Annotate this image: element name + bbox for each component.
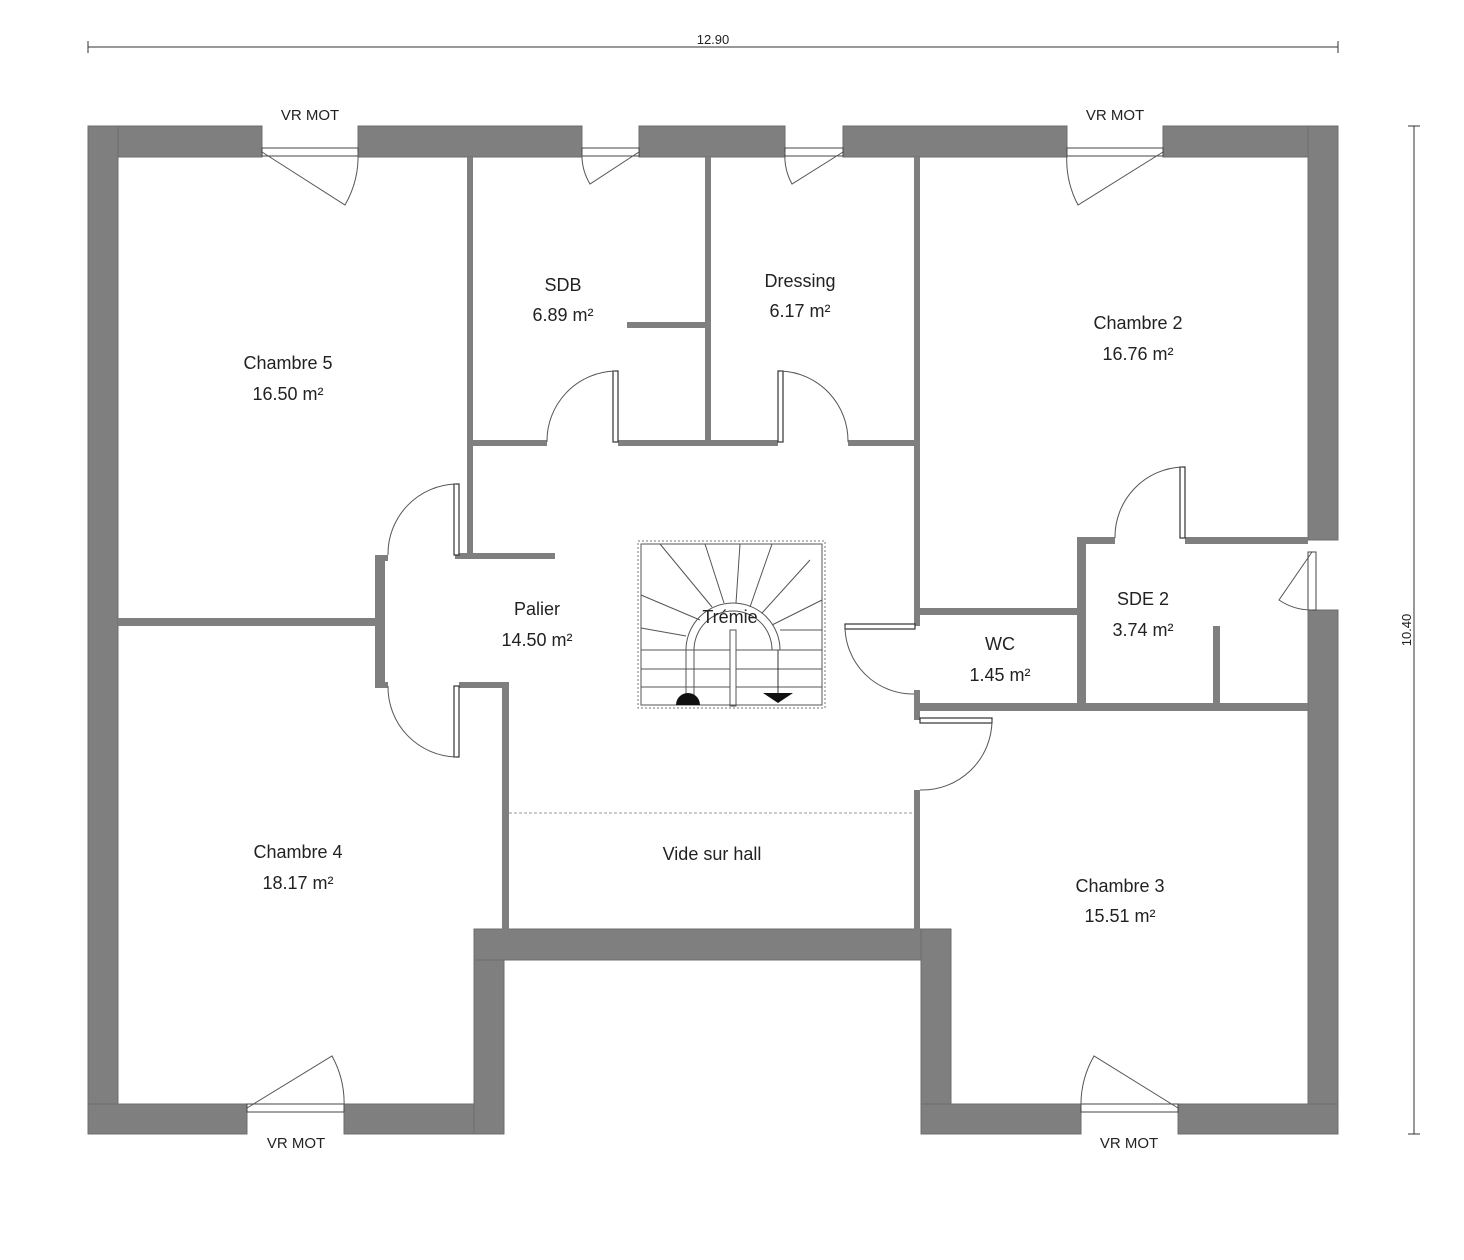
room-sdb: SDB 6.89 m² [532, 275, 593, 325]
room-area: 14.50 m² [501, 630, 572, 650]
dimension-height: 10.40 [1399, 125, 1420, 1135]
room-name: Palier [514, 599, 560, 619]
staircase [637, 540, 826, 709]
window-top-right [1066, 147, 1164, 206]
room-name: Chambre 4 [253, 842, 342, 862]
room-palier: Palier 14.50 m² [501, 599, 572, 650]
window-label-top-right: VR MOT [1086, 107, 1144, 124]
door-chambre4[interactable] [387, 685, 460, 758]
room-name: Chambre 5 [243, 353, 332, 373]
door-chambre5[interactable] [387, 483, 460, 556]
room-chambre3: Chambre 3 15.51 m² [1075, 876, 1164, 926]
window-dressing [784, 147, 844, 185]
room-area: 1.45 m² [969, 665, 1030, 685]
doors [387, 370, 1186, 791]
window-bottom-left [246, 1055, 345, 1113]
dimension-width: 12.90 [87, 32, 1339, 53]
room-area: 6.17 m² [769, 301, 830, 321]
room-name: Trémie [702, 607, 757, 627]
windows [246, 147, 1317, 1113]
window-top-left [261, 147, 359, 206]
room-tremie: Trémie [702, 607, 757, 627]
room-vide: Vide sur hall [663, 844, 762, 864]
door-sdb[interactable] [546, 370, 619, 443]
door-chambre3[interactable] [919, 717, 993, 791]
room-chambre2: Chambre 2 16.76 m² [1093, 313, 1182, 364]
room-name: Chambre 2 [1093, 313, 1182, 333]
room-name: Chambre 3 [1075, 876, 1164, 896]
room-name: SDE 2 [1117, 589, 1169, 609]
window-sdb [581, 147, 640, 185]
room-area: 6.89 m² [532, 305, 593, 325]
window-label-bottom-left: VR MOT [267, 1135, 325, 1152]
exterior-walls [87, 125, 1339, 1135]
room-name: WC [985, 634, 1015, 654]
room-name: Vide sur hall [663, 844, 762, 864]
room-area: 3.74 m² [1112, 620, 1173, 640]
room-name: Dressing [764, 271, 835, 291]
window-bottom-right [1080, 1055, 1179, 1113]
dimension-width-label: 12.90 [697, 32, 730, 47]
room-area: 16.50 m² [252, 384, 323, 404]
door-dressing[interactable] [777, 370, 849, 443]
window-label-bottom-right: VR MOT [1100, 1135, 1158, 1152]
room-wc: WC 1.45 m² [969, 634, 1030, 685]
window-label-top-left: VR MOT [281, 107, 339, 124]
room-chambre4: Chambre 4 18.17 m² [253, 842, 342, 893]
room-dressing: Dressing 6.17 m² [764, 271, 835, 321]
dimension-height-label: 10.40 [1399, 614, 1414, 647]
door-sde2[interactable] [1114, 466, 1186, 539]
window-sde2 [1278, 551, 1317, 611]
room-name: SDB [544, 275, 581, 295]
door-wc[interactable] [844, 623, 916, 695]
room-area: 16.76 m² [1102, 344, 1173, 364]
room-area: 18.17 m² [262, 873, 333, 893]
room-chambre5: Chambre 5 16.50 m² [243, 353, 332, 404]
room-sde2: SDE 2 3.74 m² [1112, 589, 1173, 640]
interior-walls [118, 157, 1308, 930]
room-area: 15.51 m² [1084, 906, 1155, 926]
